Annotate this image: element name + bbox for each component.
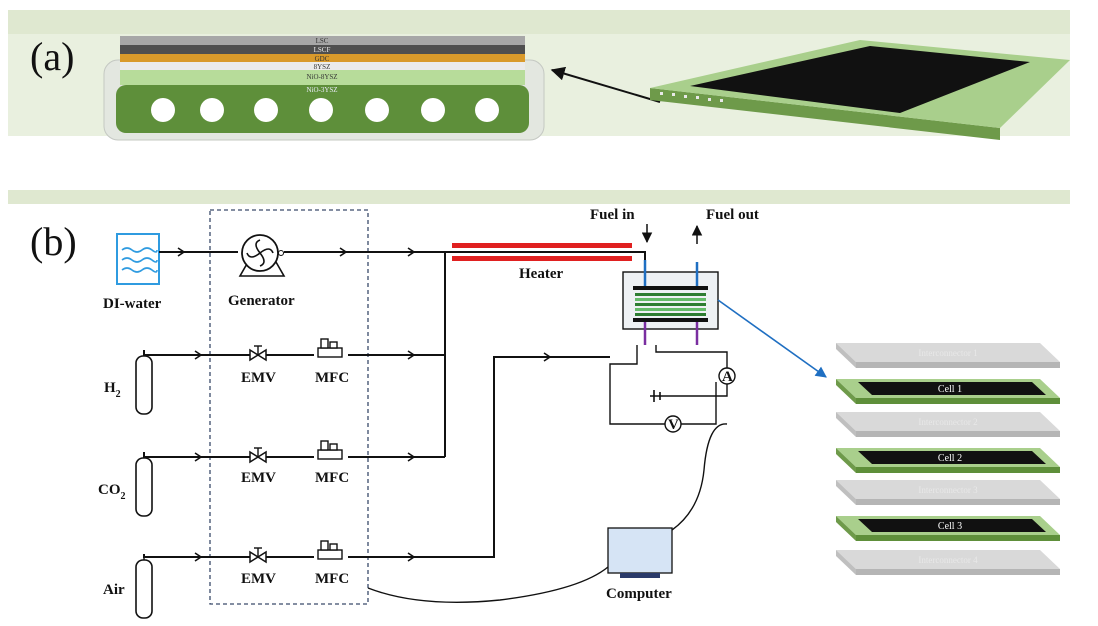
interconnector-plate (836, 412, 1060, 437)
air-cylinder-icon (135, 554, 153, 619)
layer-gdc (120, 54, 525, 62)
ammeter-icon (718, 367, 736, 385)
cell-plate (836, 379, 1060, 404)
mfc-label-h2: MFC (315, 370, 349, 386)
layer-lsc (120, 36, 525, 45)
panel-b-band (8, 190, 1070, 204)
stack-pointer (717, 299, 827, 378)
h2-line (143, 350, 445, 356)
gas-channel (309, 98, 333, 122)
emv-valve-icon (249, 547, 267, 564)
air-line (143, 356, 610, 558)
cell-plate (836, 516, 1060, 541)
cell-3d (650, 40, 1070, 140)
layer-lscf (120, 45, 525, 54)
layer-label-lsc: LSC (316, 37, 329, 45)
layer-label-gdc: GDC (315, 55, 330, 63)
panel-b-tag: (b) (30, 219, 77, 264)
furnace (622, 260, 719, 345)
control-box (209, 209, 369, 605)
emv-label-air: EMV (241, 571, 276, 587)
interconnector-plate (836, 550, 1060, 575)
panel-a-band (8, 10, 1070, 34)
emv-valve-icon (249, 345, 267, 362)
layer-label-nio-3ysz: NiO-3YSZ (306, 86, 337, 94)
gas-channel (254, 98, 278, 122)
interconnector-plate (836, 343, 1060, 368)
gas-channel (200, 98, 224, 122)
emv-label-co2: EMV (241, 470, 276, 486)
interconnector-3-label: Interconnector 3 (918, 485, 978, 495)
panel-b: (b) DI-water Generator H2 CO2 (8, 190, 1070, 619)
voltmeter-icon (664, 415, 682, 433)
panel-a: (a) LSC LSCF GDC 8YSZ NiO-8YSZ NiO-3YSZ (8, 10, 1070, 141)
gas-channel (151, 98, 175, 122)
cell-3d-channels (660, 92, 723, 102)
h2-cylinder-icon (135, 350, 153, 415)
mfc-label-co2: MFC (315, 470, 349, 486)
mfc-label-air: MFC (315, 571, 349, 587)
layer-label-lscf: LSCF (314, 46, 331, 54)
generator-icon (238, 234, 286, 277)
panel-a-tag: (a) (30, 34, 74, 79)
emv-valve-icon (249, 447, 267, 464)
interconnector-plate (836, 480, 1060, 505)
computer-icon (607, 527, 673, 578)
cell-3d-cathode (690, 46, 1030, 113)
mfc-icon (317, 440, 343, 460)
cross-section-pointer (550, 66, 661, 103)
co2-label: CO2 (98, 482, 126, 502)
co2-line (143, 452, 445, 458)
cell-3-label: Cell 3 (938, 521, 962, 532)
gas-channel (365, 98, 389, 122)
gas-channel (421, 98, 445, 122)
layer-label-nio-8ysz: NiO-8YSZ (306, 73, 337, 81)
cell-3d-side (650, 88, 1000, 140)
heater-label: Heater (519, 266, 563, 282)
exploded-stack: Interconnector 1 Cell 1 Interconnector 2 (836, 343, 1060, 575)
gas-channel (475, 98, 499, 122)
air-label: Air (103, 582, 125, 598)
gas-channels (151, 98, 499, 122)
cell-cross-section: LSC LSCF GDC 8YSZ NiO-8YSZ NiO-3YSZ (103, 36, 545, 141)
computer-cable (671, 423, 728, 531)
heater-icon (452, 243, 632, 261)
di-water-tank-icon (116, 233, 160, 285)
interconnector-1-label: Interconnector 1 (918, 348, 977, 358)
ammeter-symbol: A (722, 369, 733, 385)
layer-nio-8ysz (120, 70, 525, 85)
interconnector-2-label: Interconnector 2 (918, 417, 977, 427)
h2-label: H2 (104, 380, 121, 400)
interconnector-4-label: Interconnector 4 (918, 555, 978, 565)
battery-icon (653, 390, 661, 402)
cell-plate (836, 448, 1060, 473)
flow-arrows (177, 247, 552, 562)
generator-label: Generator (228, 293, 295, 309)
emv-label-h2: EMV (241, 370, 276, 386)
cell-2-label: Cell 2 (938, 453, 962, 464)
mfc-cable (367, 566, 609, 603)
fuel-out-label: Fuel out (706, 207, 759, 223)
voltmeter-symbol: V (668, 417, 679, 433)
layer-label-8ysz: 8YSZ (314, 63, 331, 71)
layer-8ysz (120, 62, 525, 70)
mfc-icon (317, 540, 343, 560)
circuit-wires (609, 345, 728, 425)
fuel-in-label: Fuel in (590, 207, 635, 223)
cell-1-label: Cell 1 (938, 384, 962, 395)
computer-label: Computer (606, 586, 672, 602)
mfc-icon (317, 338, 343, 358)
co2-cylinder-icon (135, 452, 153, 517)
di-water-label: DI-water (103, 296, 162, 312)
